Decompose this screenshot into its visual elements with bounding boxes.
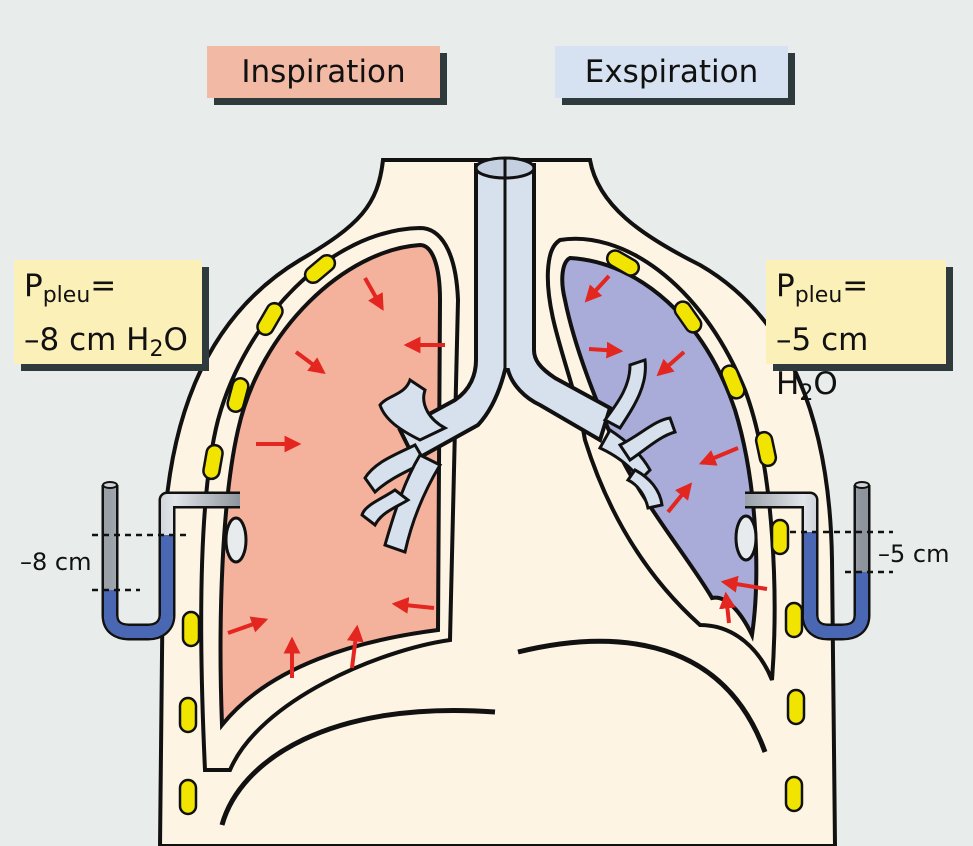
inspiration-arrows bbox=[227, 277, 445, 678]
left-diaphragm bbox=[219, 708, 496, 826]
right-bronchial-tree bbox=[597, 357, 677, 510]
left-manometer bbox=[92, 481, 248, 641]
right-manometer bbox=[734, 481, 893, 641]
ribs bbox=[178, 249, 806, 816]
manometer-right-reading: –5 cm bbox=[878, 540, 950, 568]
exspiration-label: Exspiration bbox=[555, 46, 788, 98]
pleural-pressure-inspiration: Ppleu= –8 cm H2O bbox=[14, 260, 202, 364]
exspiration-arrows bbox=[584, 274, 768, 624]
inspiration-label: Inspiration bbox=[207, 46, 440, 98]
left-bronchial-tree bbox=[360, 377, 449, 554]
manometer-left-reading: –8 cm bbox=[20, 548, 92, 576]
lung-inspiration bbox=[218, 242, 443, 731]
pleural-pressure-exspiration: Ppleu= –5 cm H2O bbox=[766, 260, 946, 406]
right-diaphragm bbox=[517, 638, 768, 753]
